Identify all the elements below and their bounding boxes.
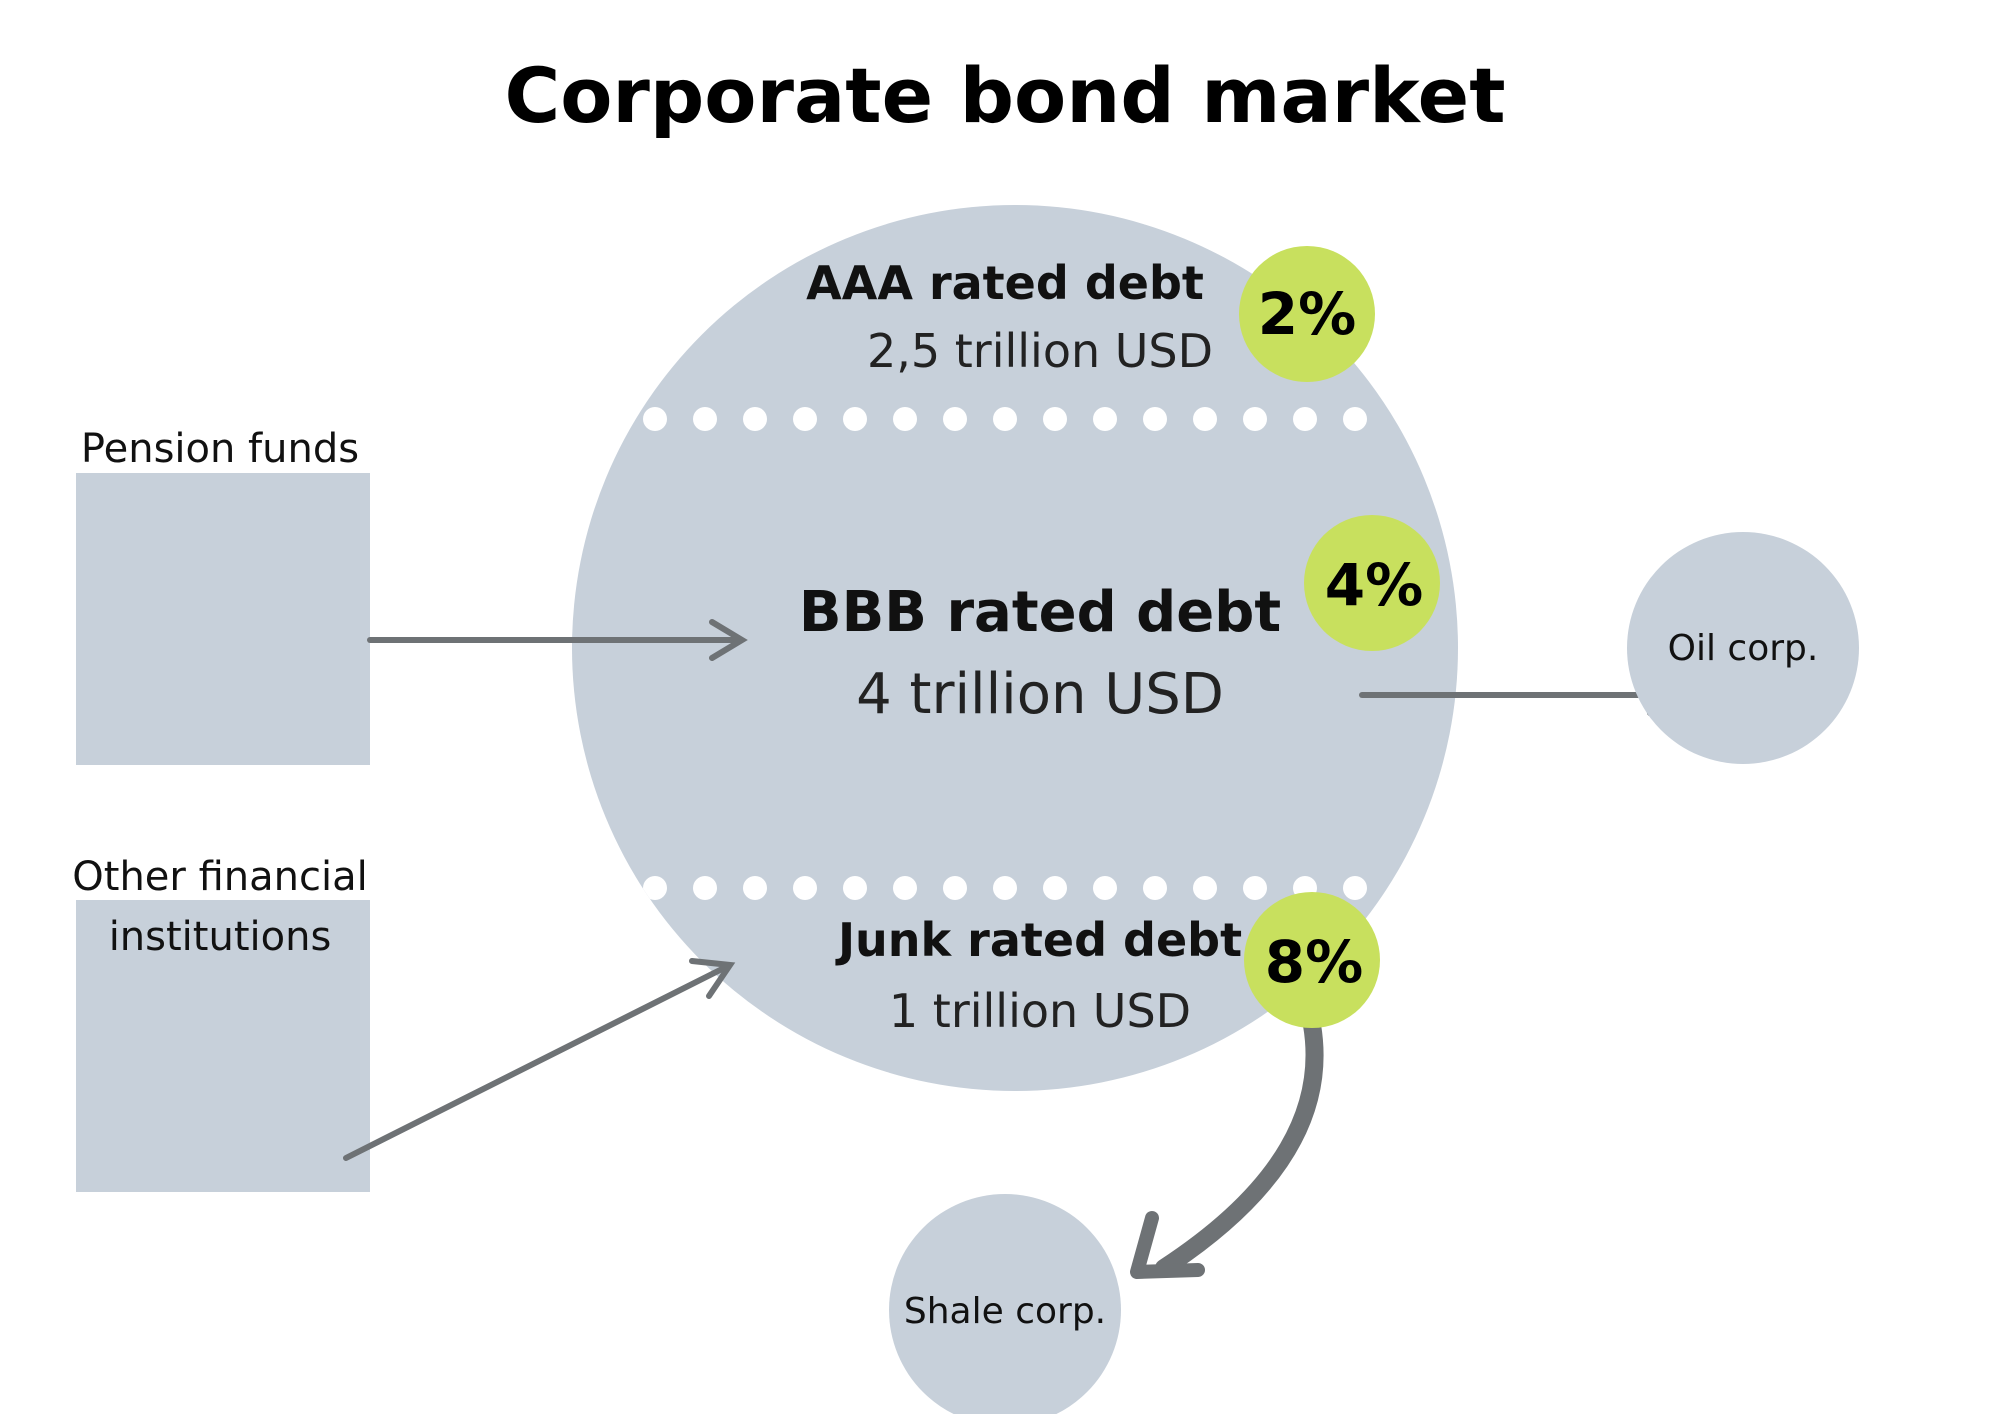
divider-dot bbox=[1193, 407, 1217, 431]
divider-dot bbox=[1093, 407, 1117, 431]
aaa-tier-title: AAA rated debt bbox=[806, 256, 1204, 310]
junk-rate-badge: 8% bbox=[1244, 892, 1380, 1028]
divider-dot bbox=[1343, 876, 1367, 900]
divider-dot bbox=[793, 876, 817, 900]
divider-dot bbox=[1193, 876, 1217, 900]
divider-dot bbox=[993, 876, 1017, 900]
divider-dot bbox=[893, 876, 917, 900]
junk-tier-title: Junk rated debt bbox=[835, 913, 1242, 967]
other-institutions-label-line1: Other financial bbox=[72, 854, 367, 900]
divider-dot bbox=[1093, 876, 1117, 900]
shale-corp-circle bbox=[889, 1194, 1121, 1414]
divider-dots-top bbox=[643, 407, 1367, 431]
divider-dots-bottom bbox=[643, 876, 1367, 900]
divider-dot bbox=[693, 876, 717, 900]
divider-dot bbox=[1143, 407, 1167, 431]
shale-corp-label: Shale corp. bbox=[904, 1291, 1106, 1332]
arrow-pension-to-market bbox=[367, 619, 748, 661]
arrow-junk-to-shale bbox=[1130, 1016, 1324, 1279]
diagram-title: Corporate bond market bbox=[504, 51, 1505, 140]
oil-corp-circle bbox=[1627, 532, 1859, 764]
bond-market-circle bbox=[572, 205, 1458, 1091]
divider-dot bbox=[1043, 407, 1067, 431]
bbb-rate-badge: 4% bbox=[1304, 515, 1440, 651]
divider-dot bbox=[943, 876, 967, 900]
divider-dot bbox=[843, 876, 867, 900]
bbb-tier-title: BBB rated debt bbox=[799, 580, 1281, 645]
pension-funds-label: Pension funds bbox=[81, 426, 359, 472]
bbb-tier-amount: 4 trillion USD bbox=[856, 662, 1224, 727]
divider-dot bbox=[893, 407, 917, 431]
junk-rate-text: 8% bbox=[1265, 928, 1363, 996]
divider-dot bbox=[1143, 876, 1167, 900]
divider-dot bbox=[643, 407, 667, 431]
divider-dot bbox=[943, 407, 967, 431]
aaa-tier-amount: 2,5 trillion USD bbox=[867, 324, 1213, 378]
divider-dot bbox=[993, 407, 1017, 431]
oil-corp-label: Oil corp. bbox=[1668, 628, 1819, 669]
aaa-rate-badge: 2% bbox=[1239, 246, 1375, 382]
aaa-rate-text: 2% bbox=[1258, 280, 1356, 348]
bbb-rate-text: 4% bbox=[1325, 551, 1423, 619]
pension-funds-box bbox=[76, 473, 370, 765]
divider-dot bbox=[1243, 407, 1267, 431]
divider-dot bbox=[843, 407, 867, 431]
divider-dot bbox=[1243, 876, 1267, 900]
divider-dot bbox=[793, 407, 817, 431]
other-institutions-box bbox=[76, 900, 370, 1192]
arrow-other-to-market bbox=[343, 958, 736, 1161]
divider-dot bbox=[743, 876, 767, 900]
divider-dot bbox=[1043, 876, 1067, 900]
divider-dot bbox=[1343, 407, 1367, 431]
other-institutions-label-line2: institutions bbox=[109, 914, 332, 960]
divider-dot bbox=[1293, 407, 1317, 431]
divider-dot bbox=[693, 407, 717, 431]
divider-dot bbox=[743, 407, 767, 431]
junk-tier-amount: 1 trillion USD bbox=[889, 984, 1191, 1038]
divider-dot bbox=[643, 876, 667, 900]
